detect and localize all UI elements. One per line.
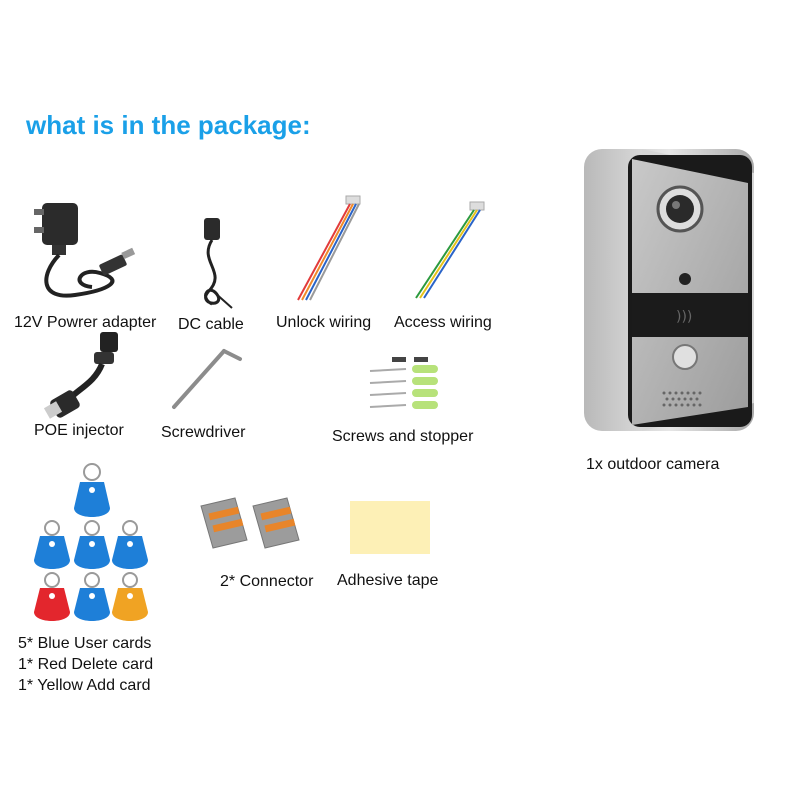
outdoor-camera-image: ))) (584, 149, 754, 431)
yellow-tag-icon (112, 572, 148, 621)
screws-image (369, 357, 438, 409)
connector-label: 2* Connector (220, 573, 314, 590)
poe-injector-image (43, 332, 118, 419)
adhesive-tape-label: Adhesive tape (337, 572, 439, 589)
power-adapter-image (34, 203, 136, 298)
rfid-reader-icon: ))) (632, 293, 748, 337)
access-wiring-label: Access wiring (394, 314, 492, 331)
speaker-icon (662, 391, 702, 407)
connector-image (200, 497, 300, 549)
cards-line-1: 5* Blue User cards (18, 635, 152, 652)
dc-cable-image (204, 218, 233, 309)
connector-icon (252, 497, 300, 549)
blue-tag-icon (74, 520, 110, 569)
unlock-wiring-label: Unlock wiring (276, 314, 372, 331)
package-title: what is in the package: (26, 110, 311, 140)
rfid-cards-image (34, 463, 148, 621)
adhesive-tape-image (350, 501, 430, 554)
dc-cable-label: DC cable (178, 316, 244, 333)
blue-tag-icon (112, 520, 148, 569)
blue-tag-icon (74, 572, 110, 621)
camera-label: 1x outdoor camera (586, 456, 720, 473)
access-wiring-image (415, 201, 485, 299)
screwdriver-label: Screwdriver (161, 424, 246, 441)
cards-line-2: 1* Red Delete card (18, 656, 154, 673)
power-adapter-label: 12V Powrer adapter (14, 314, 157, 331)
cards-line-3: 1* Yellow Add card (18, 677, 151, 694)
svg-text:))): ))) (676, 309, 692, 325)
screws-label: Screws and stopper (332, 428, 474, 445)
blue-tag-icon (74, 463, 110, 517)
connector-icon (200, 497, 248, 549)
screwdriver-image (172, 349, 242, 409)
poe-injector-label: POE injector (34, 422, 124, 439)
unlock-wiring-image (297, 195, 361, 301)
camera-lens-icon (656, 185, 704, 233)
blue-tag-icon (34, 520, 70, 569)
bell-button-icon (672, 344, 698, 370)
red-tag-icon (34, 572, 70, 621)
